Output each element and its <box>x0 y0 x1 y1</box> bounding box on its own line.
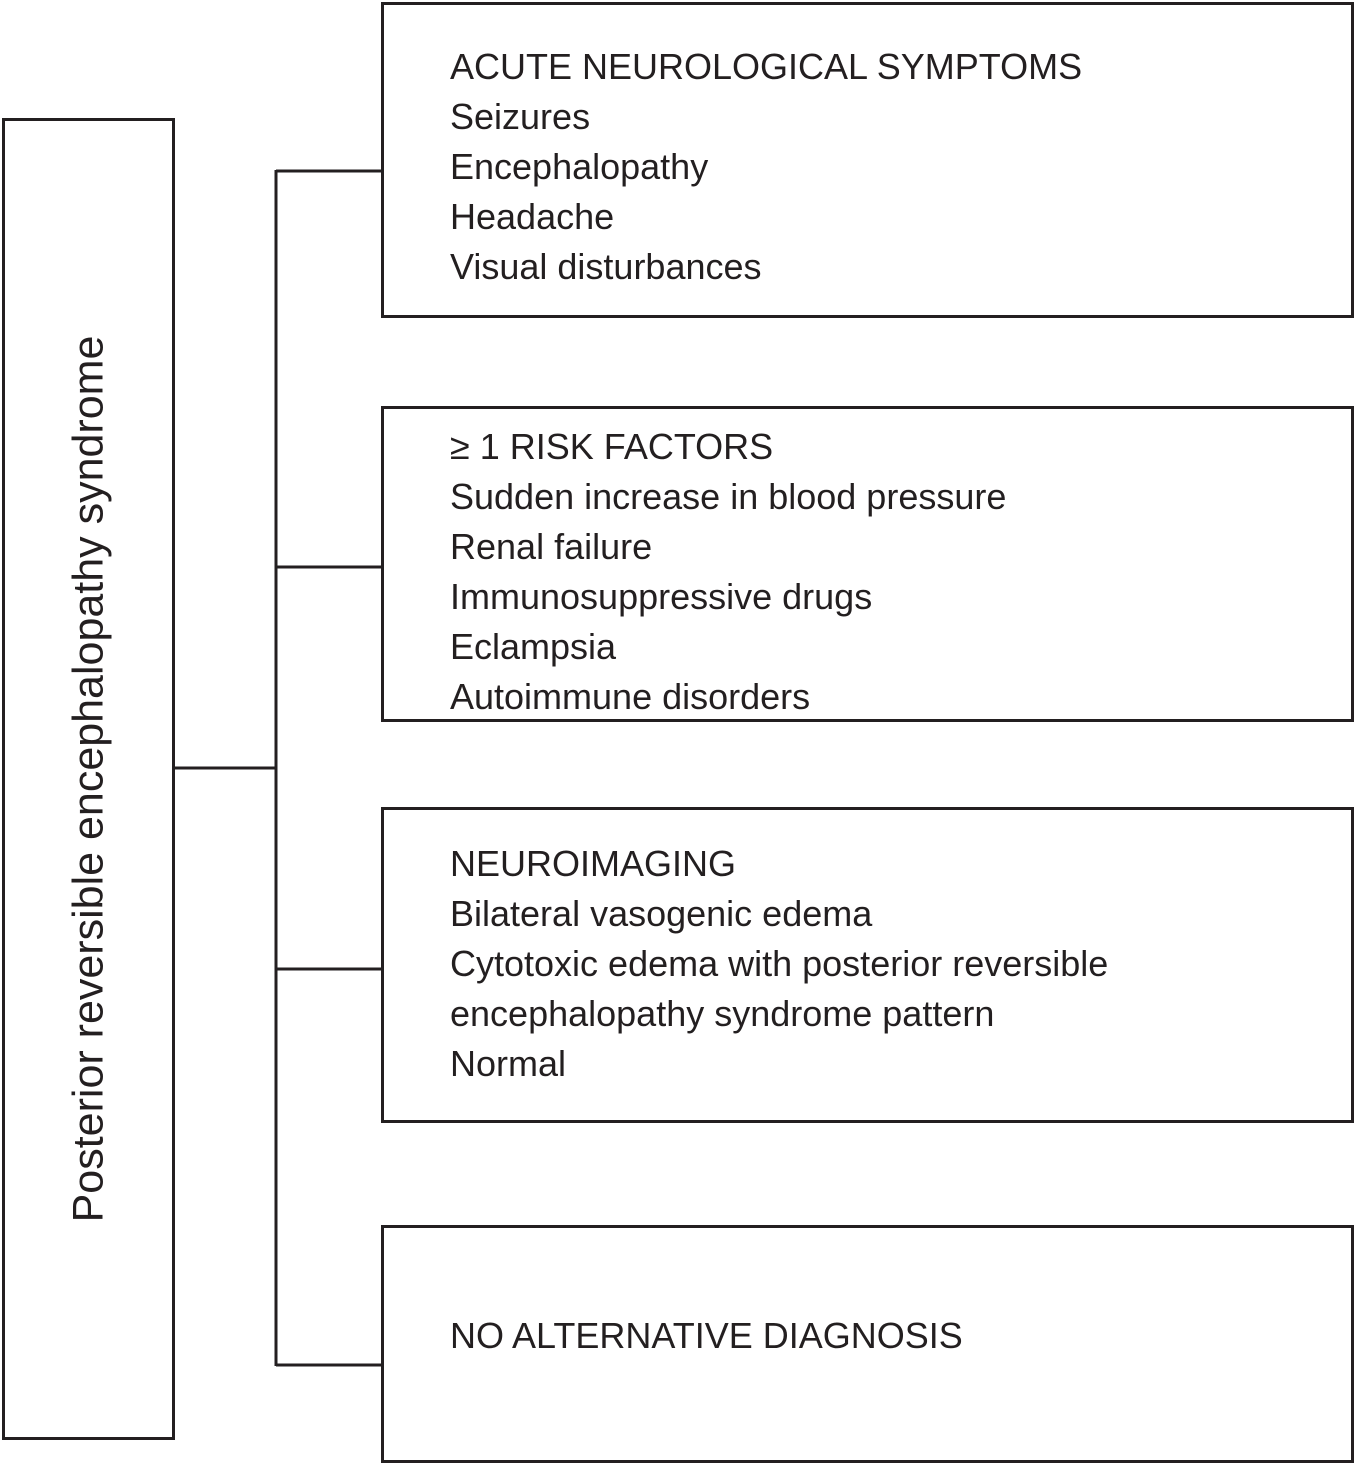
box-heading: ACUTE NEUROLOGICAL SYMPTOMS <box>450 46 1083 87</box>
list-item: Renal failure <box>450 526 653 567</box>
box-risk-factors: ≥ 1 RISK FACTORS Sudden increase in bloo… <box>381 406 1354 722</box>
list-item: Immunosuppressive drugs <box>450 576 873 617</box>
box-no-alternative-diagnosis: NO ALTERNATIVE DIAGNOSIS <box>381 1225 1354 1463</box>
box-heading: NEUROIMAGING <box>450 843 737 884</box>
list-item: Headache <box>450 196 615 237</box>
box-content: NO ALTERNATIVE DIAGNOSIS <box>450 1311 963 1361</box>
list-item: Normal <box>450 1043 567 1084</box>
box-neuroimaging: NEUROIMAGING Bilateral vasogenic edema C… <box>381 807 1354 1123</box>
list-item: Sudden increase in blood pressure <box>450 476 1007 517</box>
list-item: Seizures <box>450 96 591 137</box>
box-content: ACUTE NEUROLOGICAL SYMPTOMS Seizures Enc… <box>450 42 1082 292</box>
list-item: Encephalopathy <box>450 146 709 187</box>
root-label: Posterior reversible encephalopathy synd… <box>64 335 112 1223</box>
box-heading: ≥ 1 RISK FACTORS <box>450 426 774 467</box>
list-item: Eclampsia <box>450 626 617 667</box>
list-item: Bilateral vasogenic edema <box>450 893 873 934</box>
list-item: encephalopathy syndrome pattern <box>450 993 995 1034</box>
box-acute-neurological-symptoms: ACUTE NEUROLOGICAL SYMPTOMS Seizures Enc… <box>381 2 1354 318</box>
box-heading: NO ALTERNATIVE DIAGNOSIS <box>450 1315 963 1356</box>
box-content: ≥ 1 RISK FACTORS Sudden increase in bloo… <box>450 422 1006 722</box>
box-content: NEUROIMAGING Bilateral vasogenic edema C… <box>450 839 1108 1089</box>
list-item: Autoimmune disorders <box>450 676 811 717</box>
root-box: Posterior reversible encephalopathy synd… <box>2 118 175 1440</box>
list-item: Cytotoxic edema with posterior reversibl… <box>450 943 1109 984</box>
list-item: Visual disturbances <box>450 246 762 287</box>
